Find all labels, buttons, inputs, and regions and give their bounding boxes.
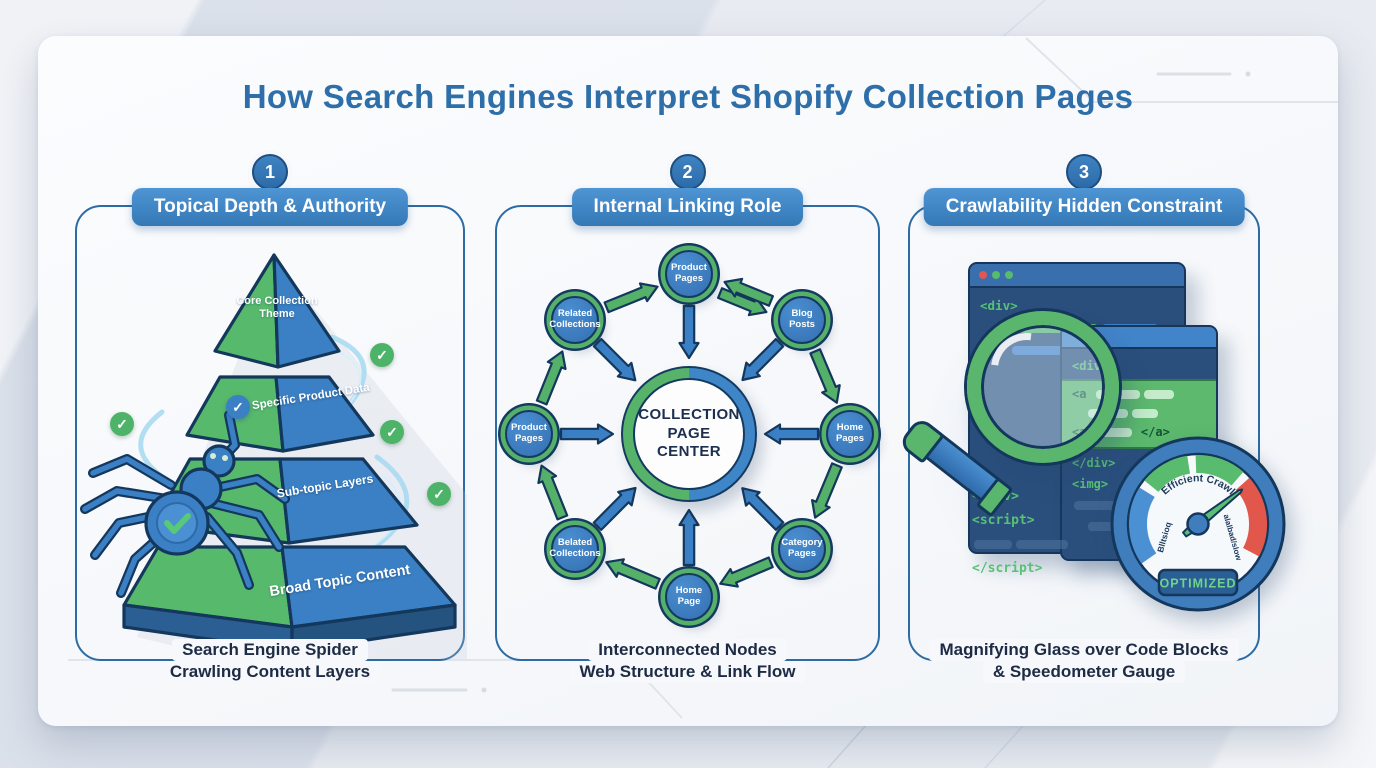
caption-line: Interconnected Nodes [588, 638, 787, 661]
panel-number-badge: 3 [1066, 154, 1102, 190]
panel-internal-linking: 2 Internal Linking Role Product Pages Bl… [495, 154, 880, 683]
window-dot-red-icon [979, 271, 987, 279]
caption-line: & Speedometer Gauge [982, 660, 1186, 683]
panel-crawlability: 3 Crawlability Hidden Constraint <div> <… [901, 154, 1286, 683]
panel-caption: Search Engine Spider Crawling Content La… [77, 638, 463, 683]
check-icon: ✓ [226, 395, 250, 419]
code-token: <div> [980, 298, 1018, 313]
node-related-collections-top: Related Collections [549, 296, 601, 344]
code-bar [1016, 540, 1068, 550]
panel-caption: Interconnected Nodes Web Structure & Lin… [497, 638, 878, 683]
collection-page-center-label: COLLECTION PAGE CENTER [633, 378, 745, 490]
code-bar [1074, 500, 1128, 510]
code-bar [1132, 409, 1159, 419]
panel-heading: Topical Depth & Authority [131, 188, 409, 226]
panel-heading: Internal Linking Role [571, 188, 804, 226]
green-link-arrow [719, 556, 774, 588]
speedometer-gauge: Efficient Crawl Blltsioq alalbad/slow OP… [1110, 436, 1286, 612]
spider-icon [80, 410, 290, 598]
check-icon: ✓ [427, 482, 451, 506]
blue-link-arrow [763, 423, 820, 445]
green-link-arrow [717, 287, 768, 317]
link-web-canvas: Product Pages Blog Posts Home Pages Cate… [497, 207, 878, 659]
green-link-arrow [603, 282, 659, 314]
green-link-arrow [605, 558, 661, 590]
node-product-pages-left: Product Pages [505, 410, 553, 458]
panel-number-badge: 1 [252, 154, 288, 190]
panel-caption: Magnifying Glass over Code Blocks & Spee… [910, 638, 1258, 683]
blue-link-arrow [592, 337, 637, 382]
collection-page-center-ring: COLLECTION PAGE CENTER [621, 366, 757, 502]
blue-link-arrow [559, 423, 615, 445]
caption-line: Search Engine Spider [172, 638, 368, 661]
panel-number-badge: 2 [669, 154, 706, 190]
window-dot-green-icon [992, 271, 1000, 279]
caption-line: Magnifying Glass over Code Blocks [929, 638, 1239, 661]
code-token: </a> [1140, 425, 1170, 440]
pyramid-layer-1-label: Core Collection Theme [236, 295, 318, 321]
check-icon: ✓ [110, 412, 134, 436]
window-titlebar [970, 264, 1184, 288]
code-bar [974, 540, 1012, 550]
node-home-pages: Home Pages [826, 410, 874, 458]
window-dot-green-icon [1005, 271, 1013, 279]
green-link-arrow [537, 464, 569, 521]
blue-link-arrow [678, 304, 700, 360]
code-token: <script> [972, 513, 1035, 529]
check-icon: ✓ [370, 343, 394, 367]
panel-heading: Crawlability Hidden Constraint [923, 188, 1245, 226]
green-link-arrow [723, 277, 774, 307]
page-title: How Search Engines Interpret Shopify Col… [242, 78, 1134, 115]
code-token: <img> [1072, 476, 1109, 491]
link-arrows [535, 277, 843, 590]
node-home-page: Home Page [665, 573, 713, 621]
green-link-arrow [811, 462, 843, 519]
caption-line: Crawling Content Layers [159, 660, 381, 683]
gauge-badge: OPTIMIZED [1159, 577, 1236, 591]
code-token: </script> [972, 561, 1043, 577]
caption-line: Web Structure & Link Flow [569, 660, 806, 683]
blue-link-arrow [741, 487, 785, 531]
blue-link-arrow [592, 486, 637, 531]
node-related-collections-bottom: Belated Collections [549, 525, 601, 573]
green-link-arrow [535, 350, 567, 406]
pyramid-layer-1 [213, 253, 341, 369]
code-bar [1095, 428, 1132, 438]
green-link-arrow [809, 348, 841, 404]
node-category-pages: Category Pages [778, 525, 826, 573]
magnifying-glass-icon [967, 311, 1119, 463]
panel-topical-depth: 1 Topical Depth & Authority [75, 154, 467, 683]
node-blog-posts: Blog Posts [778, 296, 826, 344]
blue-link-arrow [678, 508, 700, 567]
blue-link-arrow [741, 338, 785, 382]
code-token: </div> [1072, 455, 1116, 470]
node-product-pages: Product Pages [665, 250, 713, 298]
check-icon: ✓ [380, 420, 404, 444]
infographic-card: How Search Engines Interpret Shopify Col… [38, 36, 1338, 726]
code-bar [1143, 390, 1174, 399]
